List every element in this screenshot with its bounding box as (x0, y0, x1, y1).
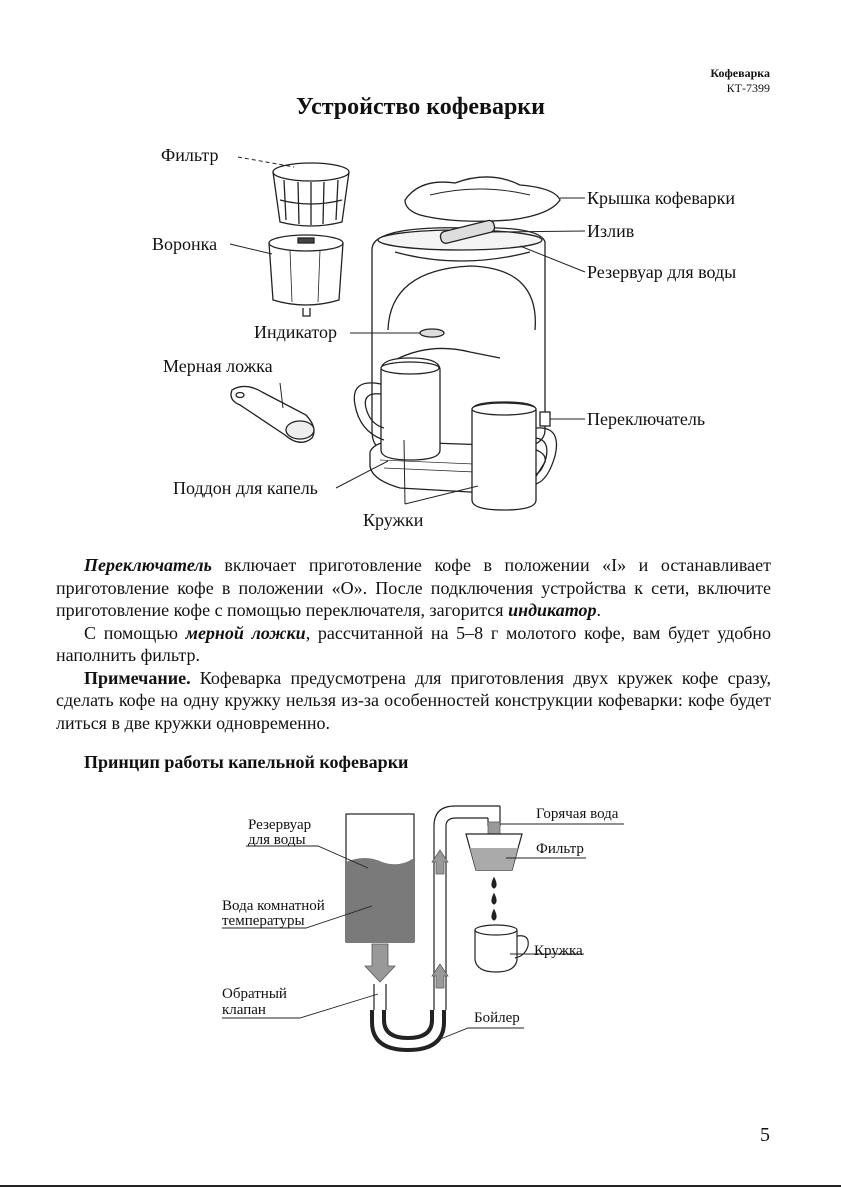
label-filter: Фильтр (161, 145, 219, 165)
mug-left-icon (353, 357, 441, 461)
text-span: , рассчитанной на 5–8 г молотого кофе, в… (56, 622, 772, 666)
text-span: С помощью (84, 622, 186, 643)
label-check-valve-line-2: клапан (222, 1002, 266, 1018)
label-drip-tray: Поддон для капель (173, 478, 318, 498)
label-indicator: Индикатор (254, 322, 338, 342)
label-room-water-line-1: Вода комнатной (222, 898, 325, 914)
funnel-part-icon (268, 234, 344, 317)
text-span: Кофеварка предусмотрена для приготовлени… (56, 667, 771, 733)
label-hot-water: Горячая вода (536, 806, 619, 822)
label-reservoir-line-1: Резервуар (248, 817, 312, 833)
term-switch: Переключатель (84, 555, 212, 575)
mug-icon (474, 924, 529, 973)
page-title: Устройство кофеварки (296, 94, 545, 120)
filter-cone-icon (465, 833, 523, 871)
label-spoon: Мерная ложка (163, 356, 273, 376)
term-indicator: индикатор (508, 600, 597, 620)
header-model: КТ-7399 (726, 81, 770, 95)
term-spoon: мерной ложки (185, 622, 306, 643)
label-room-water-line-2: температуры (222, 913, 305, 929)
filter-part-icon (272, 162, 350, 227)
label-lid: Крышка кофеварки (587, 188, 736, 208)
label-reservoir: Резервуар для воды (587, 262, 737, 282)
paragraph-note: Примечание. Кофеварка предусмотрена для … (56, 667, 771, 735)
paragraph-spoon: С помощью мерной ложки, рассчитанной на … (56, 622, 771, 667)
label-funnel: Воронка (152, 234, 218, 254)
label-check-valve-line-1: Обратный (222, 986, 287, 1002)
paragraph-switch: Переключатель включает приготовление коф… (56, 554, 771, 622)
bottom-border (0, 1185, 841, 1187)
label-reservoir-line-2: для воды (248, 832, 306, 848)
mug-right-icon (471, 401, 558, 511)
label-spout: Излив (587, 221, 635, 241)
text-span: включает приготовление кофе в положении … (56, 555, 771, 620)
header-product: Кофеварка (710, 66, 770, 80)
lid-part-icon (404, 176, 561, 222)
label-boiler: Бойлер (474, 1010, 520, 1026)
reservoir-tank-icon (345, 813, 415, 943)
text-span: . (596, 600, 601, 620)
label-switch: Переключатель (587, 409, 706, 429)
description-text: Переключатель включает приготовление коф… (56, 554, 771, 734)
term-note: Примечание. (84, 667, 191, 688)
page-number: 5 (760, 1124, 770, 1146)
coffee-maker-diagram (229, 156, 586, 511)
label-mugs: Кружки (363, 510, 424, 530)
section-subtitle: Принцип работы капельной кофеварки (84, 752, 409, 772)
label-filter-2: Фильтр (536, 841, 584, 857)
measuring-spoon-icon (230, 385, 315, 443)
label-mug: Кружка (534, 943, 583, 959)
